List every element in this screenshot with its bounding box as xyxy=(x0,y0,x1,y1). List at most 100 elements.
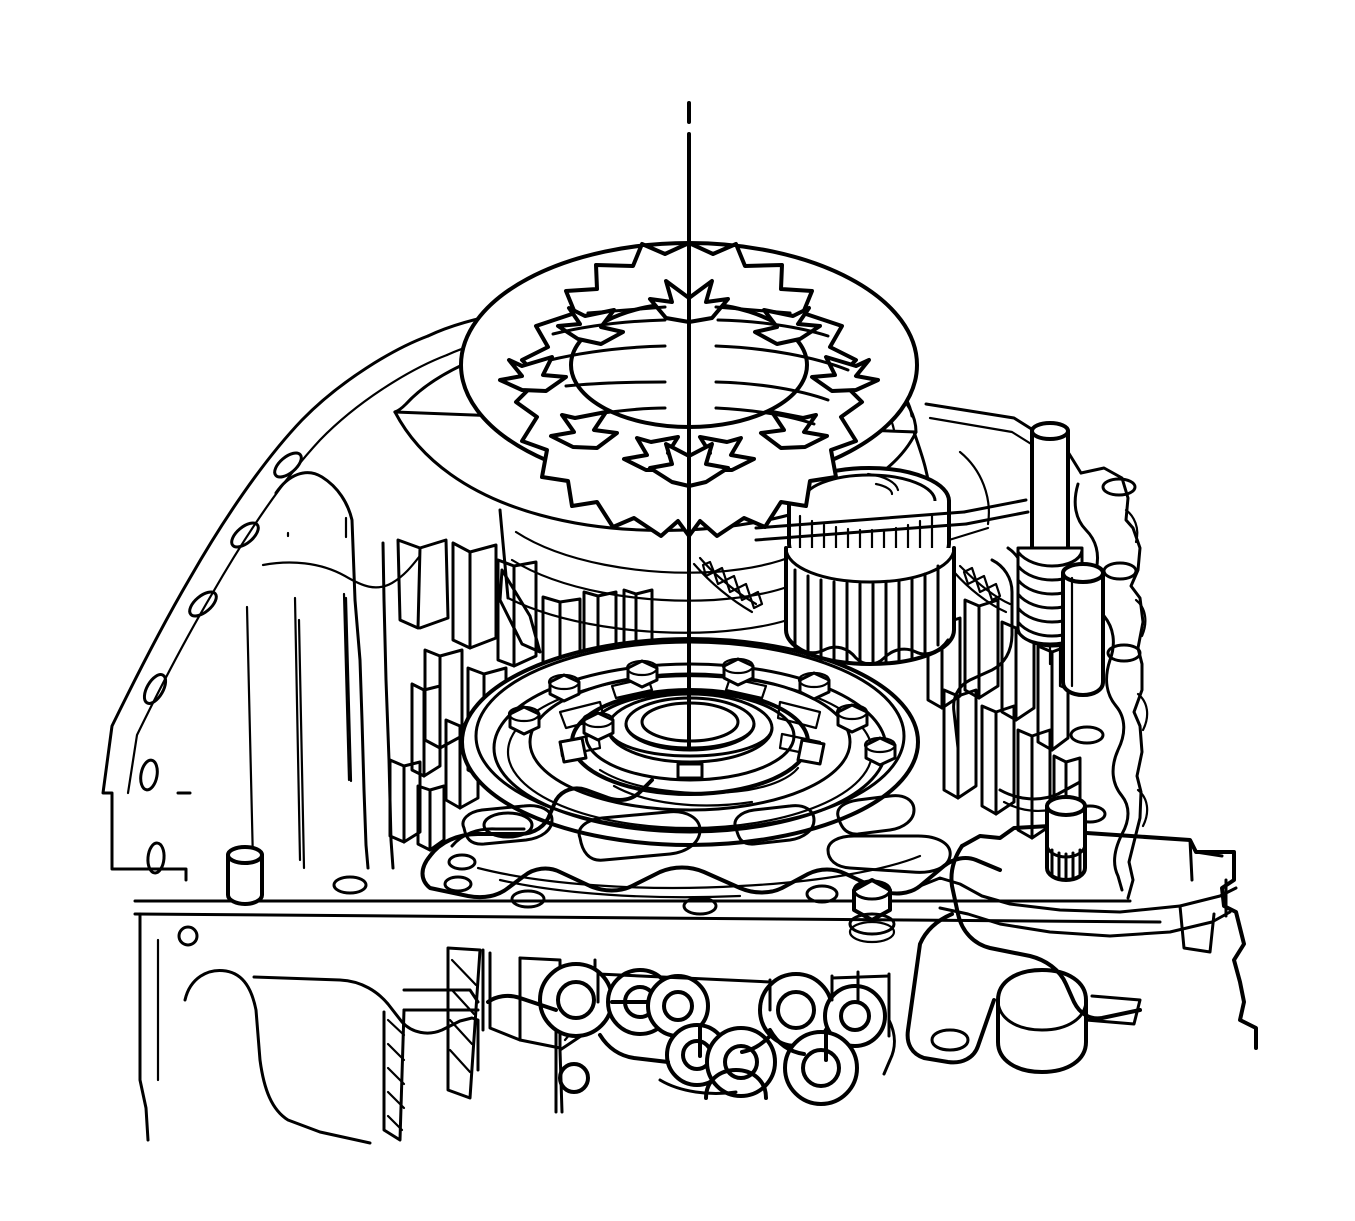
bolt-hole xyxy=(1106,643,1142,663)
bracket-left-contour xyxy=(949,844,1142,1021)
vb-top-rail-b xyxy=(830,974,891,980)
pump-retaining-bolts xyxy=(507,657,897,767)
hex-bolt xyxy=(721,657,755,687)
sprocket-lower-band xyxy=(784,546,956,666)
wedge-hatch-4 xyxy=(386,1090,406,1110)
case-rib-line-3 xyxy=(293,596,302,862)
washer-surface-arc-2 xyxy=(714,305,792,315)
hex-bolt xyxy=(863,736,897,767)
tooth xyxy=(549,410,619,450)
drive-chain xyxy=(692,556,1012,614)
case-internal-arc-lower xyxy=(998,780,1082,801)
port-boss-partial xyxy=(704,1068,768,1100)
washer-surface-arc-6 xyxy=(714,344,850,372)
pump-lower-web-arc-2 xyxy=(612,784,754,807)
case-right-scallop-3 xyxy=(1136,692,1149,732)
hex-bolt xyxy=(835,703,869,734)
port-hole xyxy=(801,1048,841,1088)
pump-web-upper-right xyxy=(724,676,768,700)
stud-top-face xyxy=(1030,421,1070,441)
rib-l-side xyxy=(428,784,446,852)
bore-wall-left xyxy=(498,508,510,600)
tooth xyxy=(810,355,880,393)
bracket-right-web xyxy=(1188,838,1194,882)
hex-bolt xyxy=(625,659,659,689)
case-lower-pocket-left xyxy=(183,968,372,1145)
bracket-round-boss xyxy=(996,968,1088,1074)
case-casting-contour xyxy=(261,555,421,589)
rib-k-side xyxy=(402,760,422,844)
wedge-hatch-5 xyxy=(386,1114,404,1132)
case-rib-line-1 xyxy=(297,618,306,870)
case-right-internal-arc xyxy=(958,450,990,526)
vb-web-d xyxy=(768,1028,806,1056)
rib-r7-side xyxy=(1030,728,1052,840)
bracket-arm xyxy=(905,912,996,1065)
bolt-hole xyxy=(1069,725,1105,745)
case-lower-pocket-contour xyxy=(252,975,480,1072)
bracket-right-web-2 xyxy=(1194,850,1224,858)
bolt-hole xyxy=(332,875,368,895)
port-boss xyxy=(823,984,887,1048)
case-lower-wedge xyxy=(382,1008,406,1142)
hex-bolt xyxy=(581,711,615,742)
gasket-port-a xyxy=(461,804,554,846)
vb-right-boundary xyxy=(882,1018,896,1076)
port-hole xyxy=(723,1044,759,1080)
sprocket-top-arc-a xyxy=(866,472,900,492)
dowel-pin-right xyxy=(1061,562,1105,697)
sprocket-band-divide xyxy=(784,546,956,584)
port-hole xyxy=(662,990,694,1022)
vb-hatch-2 xyxy=(450,988,476,1016)
case-right-scallop-1 xyxy=(1124,508,1139,544)
bracket-arm-hole xyxy=(930,1028,970,1052)
hex-bolt xyxy=(547,673,581,703)
vb-bottom-contour xyxy=(658,1078,738,1095)
case-shelf-line-b xyxy=(754,522,968,542)
bracket-round-boss-rim xyxy=(996,998,1088,1032)
gasket-edge-bottom xyxy=(420,854,1002,900)
gasket-contour-line-2 xyxy=(498,878,742,899)
port-hole xyxy=(556,980,596,1020)
vb-channel-left xyxy=(486,993,558,1012)
hex-bolt xyxy=(797,671,831,701)
gasket-port-b xyxy=(577,810,702,862)
case-internal-boss-contour xyxy=(952,558,1014,750)
wedge-hatch-3 xyxy=(386,1066,406,1086)
valve-body-wedge xyxy=(446,946,482,1100)
case-inner-wall-left xyxy=(274,471,370,870)
gasket-contour-line xyxy=(476,854,922,890)
washer-surface-arc-10 xyxy=(714,406,816,426)
case-rib-line-4 xyxy=(344,596,353,783)
pump-web-right xyxy=(776,700,822,730)
lower-hex-bolt xyxy=(848,878,896,944)
stud-shank xyxy=(1030,429,1070,566)
thread-turn xyxy=(1016,549,1084,568)
knurled-pin xyxy=(1045,795,1087,882)
bolt-hole xyxy=(188,590,218,618)
case-inner-wall-vertical-a xyxy=(381,541,395,870)
chain-guide-a xyxy=(698,556,758,606)
gasket-port-c xyxy=(733,804,816,846)
bolt-hole xyxy=(142,673,168,705)
case-shelf-line-b2 xyxy=(964,510,1030,526)
tooth xyxy=(498,355,568,393)
gasket-port-e xyxy=(826,834,952,874)
rib-tall-a-side xyxy=(418,538,450,630)
case-right-inner-edge xyxy=(1073,482,1130,892)
gasket-ports xyxy=(461,794,952,874)
hex-bolt-top xyxy=(852,879,892,901)
rib-r5-side xyxy=(956,688,978,800)
hex-bolt-washer xyxy=(848,912,896,936)
bolt-hole xyxy=(1101,477,1137,497)
sprocket-bottom-scallop xyxy=(788,638,950,666)
dowel-pin-left-top xyxy=(226,845,264,865)
bracket-upper-rail xyxy=(918,876,1238,914)
chain-link xyxy=(986,582,1002,602)
bolt-hole xyxy=(805,884,839,904)
case-rib-line-5 xyxy=(342,592,351,782)
vb-web-b xyxy=(598,1033,670,1064)
bolt-hole xyxy=(146,841,166,875)
